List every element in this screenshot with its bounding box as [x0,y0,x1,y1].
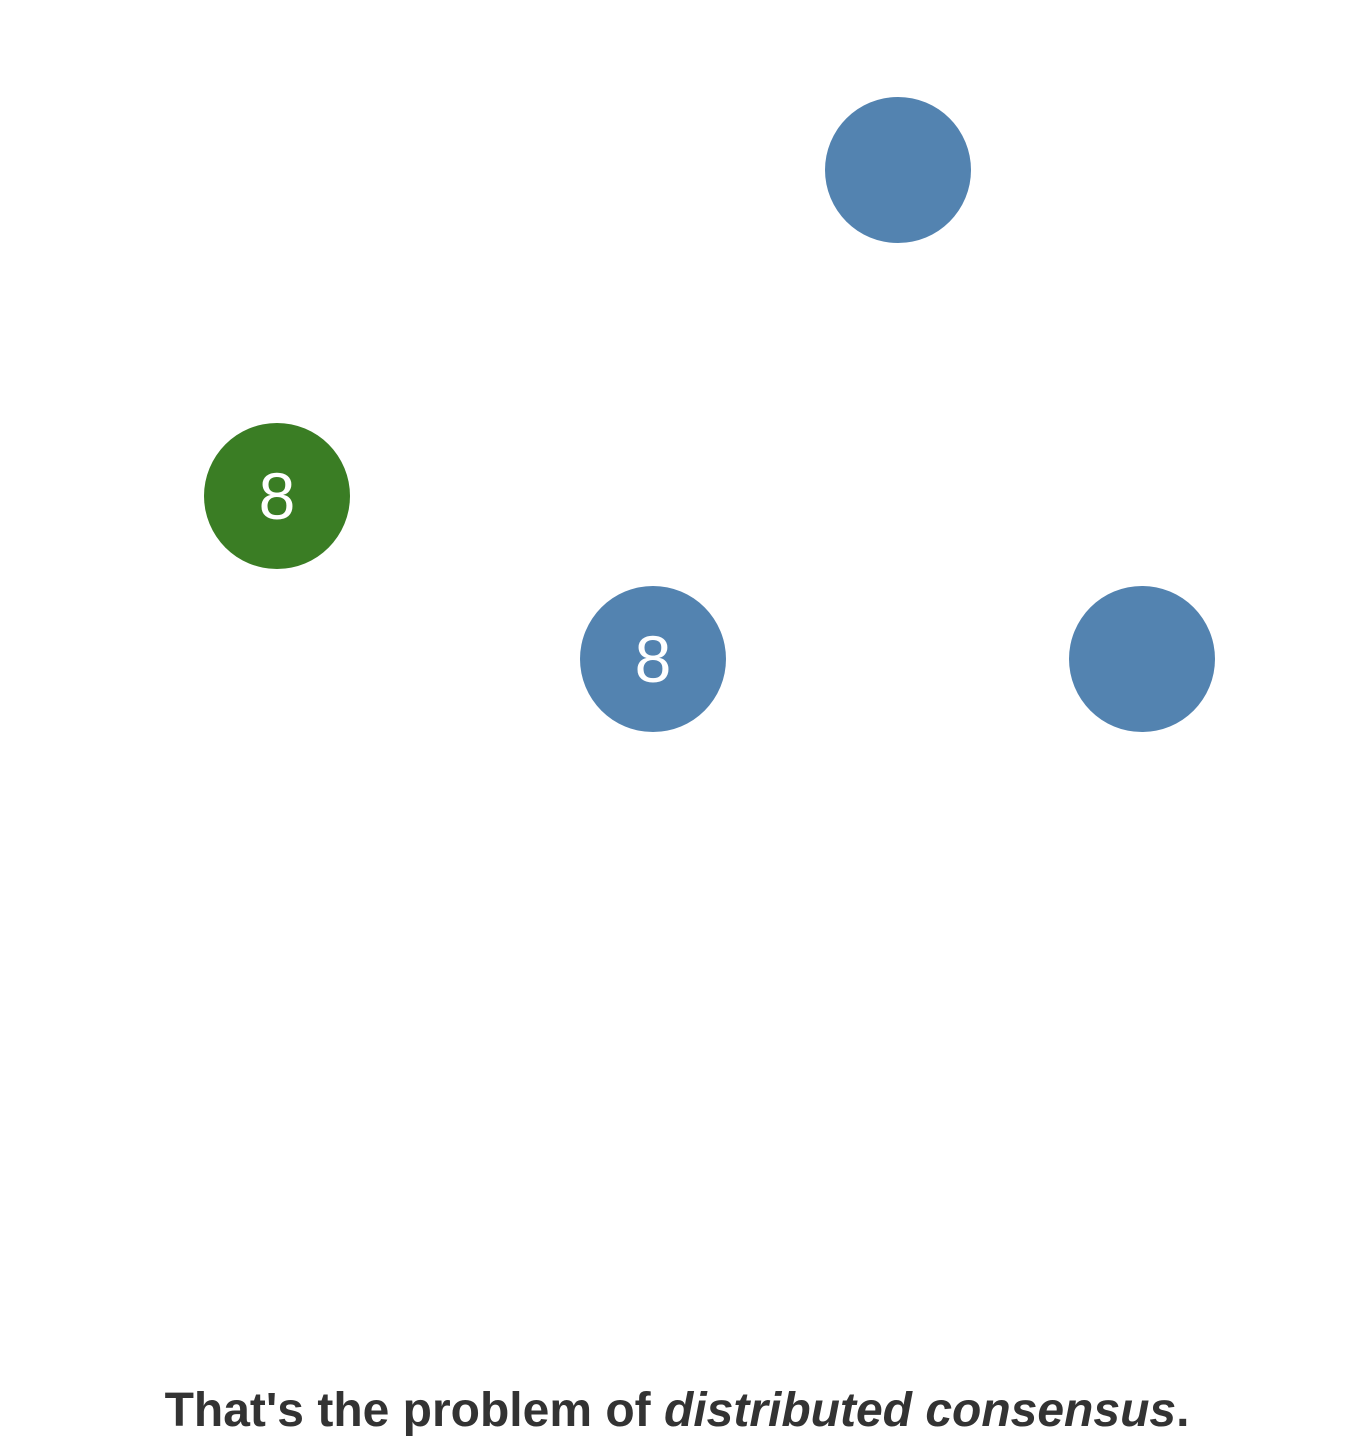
caption-emphasis: distributed consensus [664,1384,1177,1437]
caption-prefix: That's the problem of [164,1384,664,1437]
node-leader: 8 [204,423,350,569]
node-middle-value: 8 [634,622,672,696]
node-top [825,97,971,243]
node-leader-value: 8 [258,459,296,533]
node-right [1069,586,1215,732]
caption: That's the problem of distributed consen… [0,1383,1354,1438]
node-middle: 8 [580,586,726,732]
caption-suffix: . [1176,1384,1190,1437]
